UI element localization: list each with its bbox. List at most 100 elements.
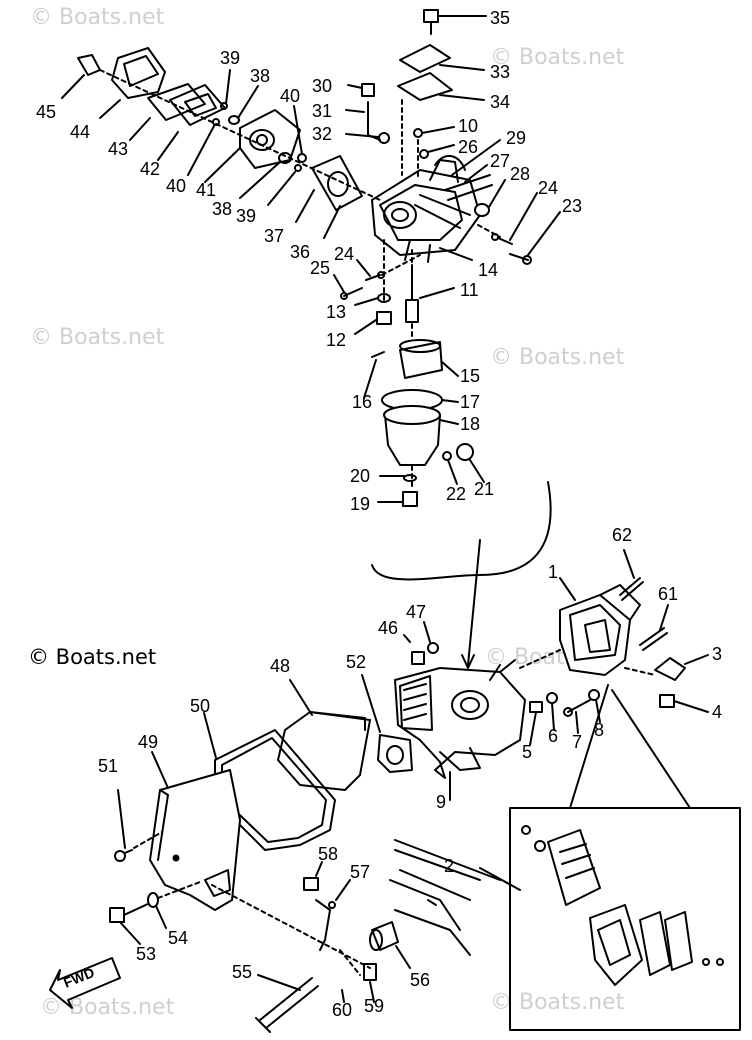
part-35-screw [423,9,487,35]
part-22-washer [442,451,458,485]
part-19-screw [377,491,418,507]
callout-24-right: 24 [538,178,558,198]
callout-45: 45 [36,102,56,122]
part-1-manifold [559,577,641,676]
part-47-washer [423,621,439,654]
callout-59: 59 [364,996,384,1016]
callout-19: 19 [350,494,370,514]
part-43-diaphragm [129,83,206,141]
callout-4: 4 [712,702,722,722]
part-8-washer [588,689,601,723]
part-44-cover [99,47,166,119]
part-39-washer-top [220,69,231,110]
callout-1: 1 [548,562,558,582]
part-11-needle [405,264,455,323]
callout-46: 46 [378,618,398,638]
part-49-cover [149,751,241,911]
callout-40-right: 40 [280,86,300,106]
part-34-plate [397,72,485,101]
callout-51: 51 [98,756,118,776]
part-52-gasket [361,674,413,773]
callout-61: 61 [658,584,678,604]
part-62-stud [619,549,644,601]
engine-outline [389,839,501,956]
fwd-arrow-icon: FWD [49,957,121,1009]
part-56-grommet [369,921,411,969]
callout-17: 17 [460,392,480,412]
part-10-screw [413,126,455,138]
part-6-washer [546,692,558,731]
callout-29: 29 [506,128,526,148]
callout-50: 50 [190,696,210,716]
callout-52: 52 [346,652,366,672]
callout-34: 34 [490,92,510,112]
callout-40-left: 40 [166,176,186,196]
callout-42: 42 [140,159,160,179]
part-28-cap [474,179,506,217]
part-9-carburetor [394,659,526,801]
part-26-pin [419,144,455,159]
part-21-plug [456,443,485,483]
callout-43: 43 [108,139,128,159]
callout-30: 30 [312,76,332,96]
part-46-nut [403,634,425,665]
callout-20: 20 [350,466,370,486]
callout-39-top: 39 [220,48,240,68]
callout-35: 35 [490,8,510,28]
callout-8: 8 [594,720,604,740]
part-40-washer-right [293,105,307,163]
part-55-rod [255,974,319,1033]
part-3-bracket [654,654,709,681]
watermark: © Boats.net [28,645,157,669]
callout-13: 13 [326,302,346,322]
callout-24-left: 24 [334,244,354,264]
callout-21: 21 [474,479,494,499]
callout-58: 58 [318,844,338,864]
part-12-jet [354,311,392,335]
part-57-lever [315,879,351,951]
callout-39-bottom: 39 [236,206,256,226]
watermark: © Boats.net [30,5,165,30]
part-53-bolt [109,902,151,945]
callout-37: 37 [264,226,284,246]
watermark: © Boats.net [490,990,625,1015]
part-24-screw-right [491,192,538,245]
watermark: © Boats.net [490,345,625,370]
callout-14: 14 [478,260,498,280]
part-23-screw [509,211,561,265]
callout-47: 47 [406,602,426,622]
callout-31: 31 [312,101,332,121]
callout-60: 60 [332,1000,352,1020]
part-7-screw [563,699,591,734]
part-48-silencer [277,679,371,791]
callout-49: 49 [138,732,158,752]
part-39-washer-bottom [267,164,302,206]
callout-27: 27 [490,151,510,171]
part-13-washer [354,293,391,306]
part-36-plate [323,205,341,239]
part-40-washer-left [187,118,220,176]
callout-22: 22 [446,484,466,504]
part-51-screw [114,789,133,862]
callout-7: 7 [572,732,582,752]
part-45-fitting [61,54,101,99]
callout-16: 16 [352,392,372,412]
part-60-pin [341,989,345,1003]
part-24-screw-left [356,259,385,281]
part-31-wire [345,101,381,141]
part-25-screw [333,274,363,300]
watermark: © Boats.net [30,325,165,350]
callout-11: 11 [460,280,479,300]
callout-54: 54 [168,928,188,948]
part-59-fitting [363,963,377,1003]
callout-6: 6 [548,726,558,746]
part-38-ring-top [228,85,259,125]
part-37-gasket [295,155,363,223]
part-58-cap [303,861,323,891]
callout-25: 25 [310,258,330,278]
callout-32: 32 [312,124,332,144]
callout-26: 26 [458,137,478,157]
part-32-clip [345,132,390,144]
callout-56: 56 [410,970,430,990]
